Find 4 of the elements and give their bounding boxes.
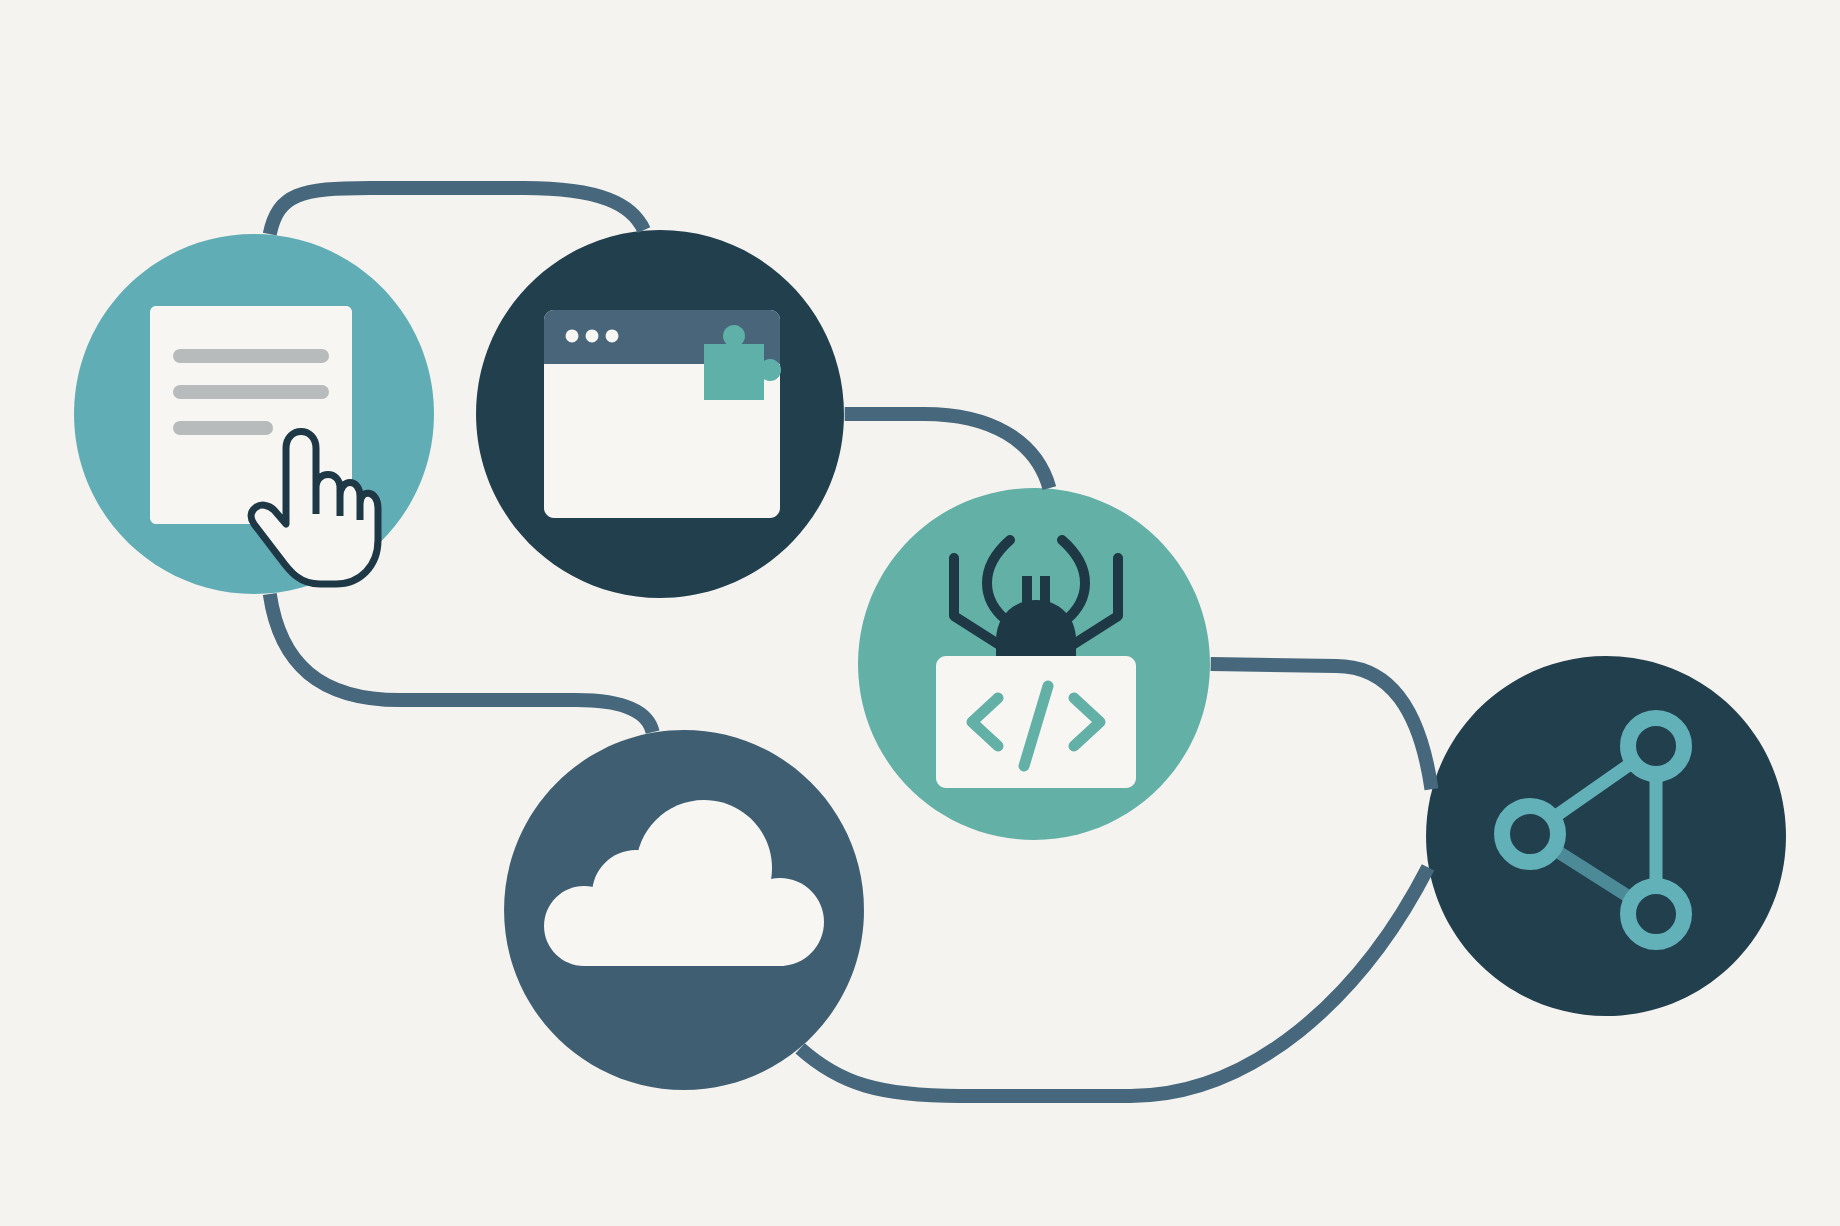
connector-line — [795, 864, 1435, 1103]
connector-line — [1210, 657, 1439, 791]
icon-circle — [1426, 656, 1786, 1016]
connector-line — [844, 407, 1056, 491]
